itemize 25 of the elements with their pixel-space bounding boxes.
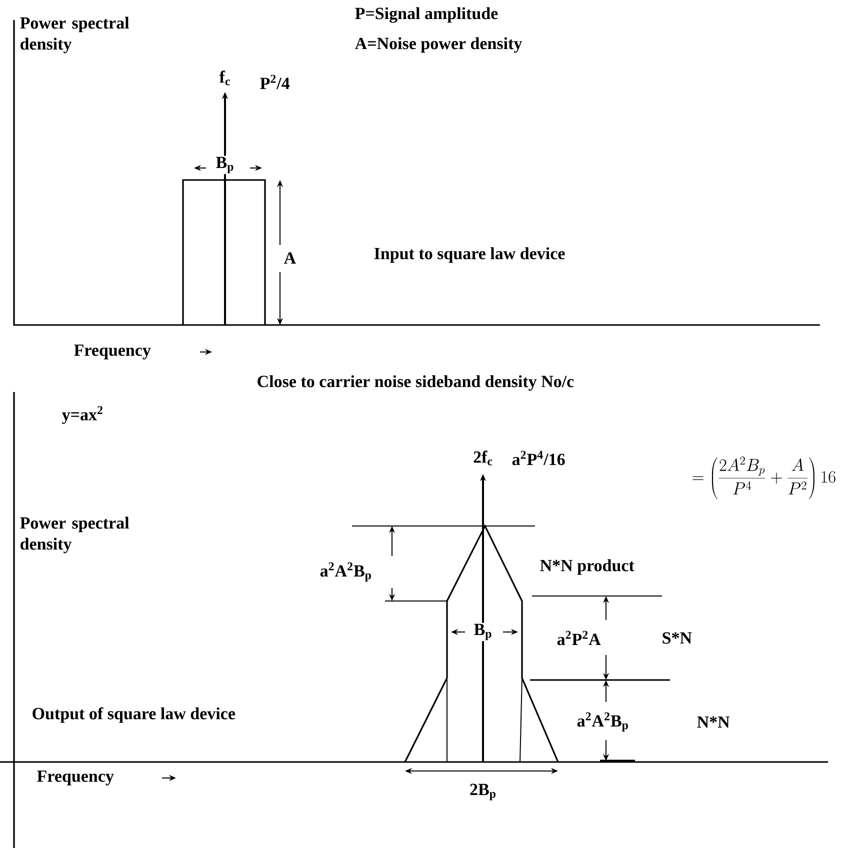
axis-label: Frequency [37, 770, 114, 786]
note-text: Close to carrier noise sideband density No/c [258, 375, 574, 391]
axis-label: Power spectral density [20, 516, 130, 554]
bandwidth-label: B$_{p}$ [214, 156, 236, 174]
component-label: N*N [697, 716, 730, 728]
caption-text: Input to square law device [374, 247, 565, 263]
dimension-label: a$^{2}$A$^{2}$B$_{p}$ [320, 562, 371, 582]
frequency-label: 2f$_{c}$ [474, 450, 492, 466]
dimension-label: a$^{2}$A$^{2}$B$_{p}$ [577, 712, 628, 732]
formula: $=\left(\frac{2A^{2}B_{p}}{P^{4}}+\frac{A}{P^{2}}\right)16$ [692, 456, 836, 500]
definition-text: A=Noise power density [354, 37, 522, 53]
equation-text: y=ax$^{2}$ [62, 406, 102, 424]
bandwidth-label: 2B$_{p}$ [468, 782, 498, 802]
amplitude-label: P$^{2}$/4 [260, 74, 290, 90]
axis-label: Power spectral density [20, 16, 130, 54]
frequency-label: f$_{c}$ [219, 70, 230, 86]
axis-label: Frequency [74, 344, 151, 360]
caption-text: Output of square law device [32, 707, 236, 723]
definition-text: P=Signal amplitude [355, 7, 498, 23]
bandwidth-label: B$_{p}$ [472, 622, 494, 642]
component-label: S*N [662, 632, 692, 644]
component-label: N*N product [540, 559, 634, 575]
dimension-label: A [284, 252, 296, 264]
dimension-label: a$^{2}$P$^{2}$A [557, 630, 601, 646]
amplitude-label: a$^{2}$P$^{4}$/16 [512, 450, 565, 466]
